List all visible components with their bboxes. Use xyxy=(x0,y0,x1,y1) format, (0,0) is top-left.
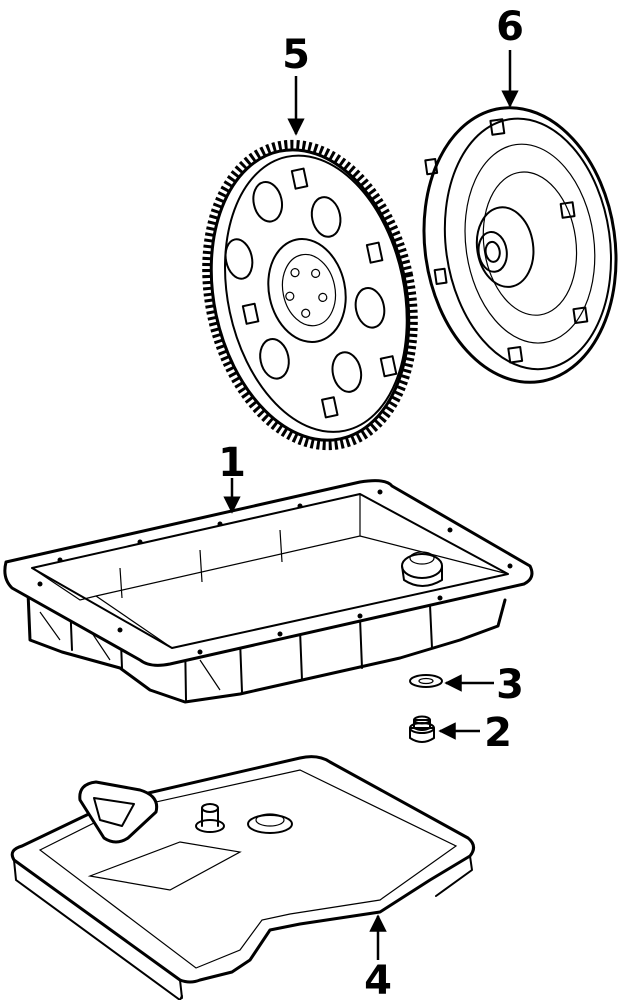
drain-gasket-part xyxy=(409,674,443,688)
callout-number-2: 2 xyxy=(484,710,512,756)
torque-converter-part xyxy=(422,106,618,384)
callout-number-3: 3 xyxy=(496,662,524,708)
callout-number-1: 1 xyxy=(218,440,246,486)
oil-strainer-part xyxy=(10,755,475,1000)
oil-pan-part xyxy=(3,479,534,704)
callout-number-6: 6 xyxy=(496,4,524,50)
flexplate-part xyxy=(202,139,418,451)
drain-plug-part xyxy=(409,715,435,743)
callout-number-5: 5 xyxy=(282,32,310,78)
leader-lines xyxy=(223,50,519,960)
callout-number-4: 4 xyxy=(364,958,392,1000)
